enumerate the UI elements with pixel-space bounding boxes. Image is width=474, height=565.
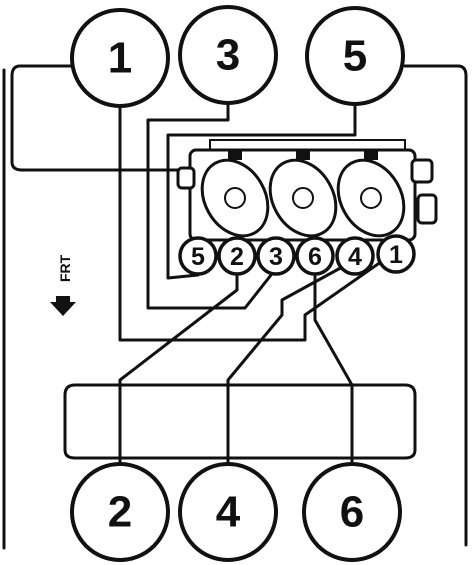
terminal-6-label: 6 [308, 243, 322, 271]
harness-outer-loop [10, 64, 186, 172]
terminal-5-circle [178, 236, 218, 276]
coil-pack [176, 139, 438, 242]
terminal-3-label: 3 [269, 243, 283, 271]
bottom-cylinder-bank: 2 4 6 [70, 462, 402, 562]
terminal-2-circle [217, 236, 257, 276]
coil-terminals: 5 2 3 6 4 1 [178, 234, 416, 276]
coil-connector-right [410, 158, 434, 184]
front-indicator: FRT [50, 254, 76, 316]
terminal-4-label: 4 [348, 243, 362, 271]
cylinder-2-circle [70, 462, 170, 562]
terminal-1-label: 1 [389, 241, 403, 269]
wire-cylinder-5 [166, 96, 357, 280]
cylinder-1-circle [70, 8, 170, 108]
terminal-4-circle [335, 236, 375, 276]
cylinder-6-label: 6 [340, 488, 364, 537]
coil-tower-3 [336, 150, 406, 238]
wire-cylinder-2 [118, 256, 239, 472]
cylinder-5-circle [305, 6, 405, 106]
cylinder-4-circle [178, 462, 278, 562]
terminal-2-label: 2 [230, 243, 244, 271]
coil-connector-right-lower [416, 193, 438, 225]
top-cylinder-bank: 1 3 5 [70, 5, 405, 108]
cylinder-1-label: 1 [108, 34, 132, 83]
terminal-5-label: 5 [191, 243, 205, 271]
wire-cylinder-3 [146, 90, 277, 310]
terminal-1-circle [376, 234, 416, 274]
coil-connector-left [176, 166, 196, 190]
plug-wire-routing [2, 64, 468, 550]
front-indicator-label: FRT [57, 254, 73, 282]
bottom-harness-loop [63, 383, 417, 460]
terminal-3-circle [256, 236, 296, 276]
terminal-6-circle [295, 236, 335, 276]
coil-tower-1 [200, 150, 270, 238]
cylinder-6-circle [302, 462, 402, 562]
wire-cylinder-6 [313, 258, 354, 472]
front-arrow-icon [50, 296, 76, 316]
harness-right-side [403, 64, 468, 547]
cylinder-3-label: 3 [216, 31, 240, 80]
wire-cylinder-4 [226, 258, 357, 472]
wire-cylinder-1 [118, 98, 400, 342]
cylinder-3-circle [178, 5, 278, 105]
coil-tower-2 [268, 150, 338, 238]
cylinder-5-label: 5 [343, 32, 367, 81]
cylinder-4-label: 4 [216, 488, 241, 537]
cylinder-2-label: 2 [108, 488, 132, 537]
